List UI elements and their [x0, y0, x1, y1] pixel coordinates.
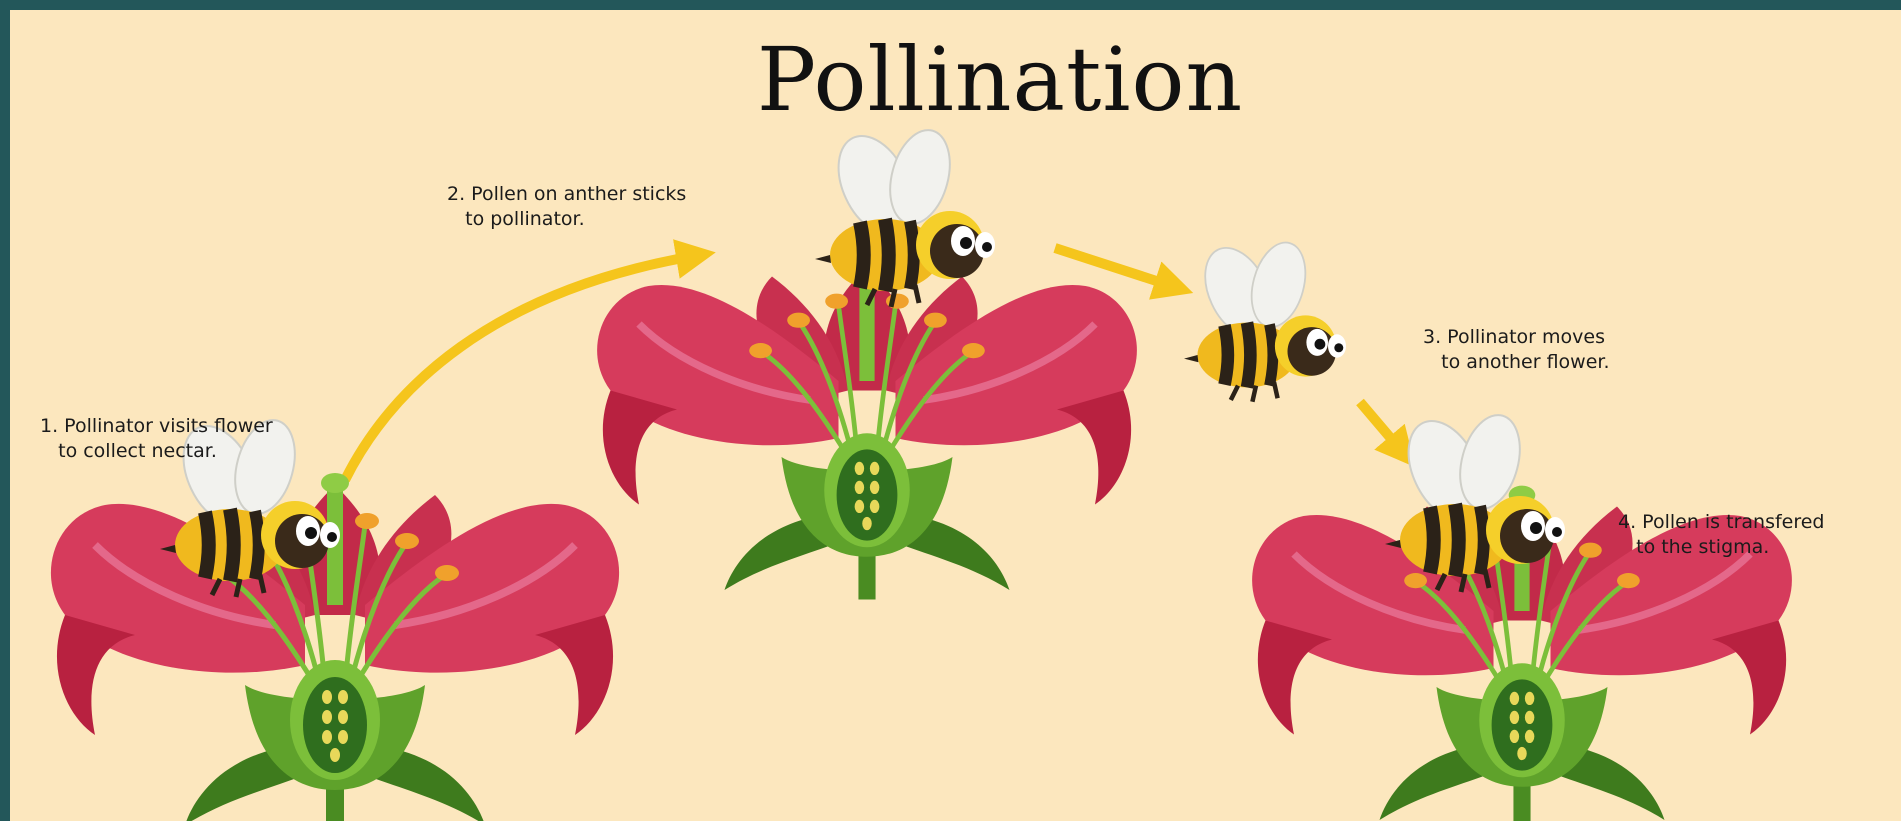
step-3-caption: 3. Pollinator moves to another flower.: [1423, 325, 1610, 375]
step-2-caption: 2. Pollen on anther sticks to pollinator…: [447, 182, 686, 232]
diagram-title: Pollination: [650, 28, 1350, 131]
illustration: [10, 10, 1901, 821]
diagram-canvas: Pollination 1. Pollinator visits flower …: [10, 10, 1901, 821]
step-4-caption: 4. Pollen is transfered to the stigma.: [1618, 510, 1825, 560]
arrow-step2-to-step3: [1055, 248, 1178, 288]
flower-2: [597, 256, 1137, 600]
bee-step2: [815, 123, 995, 307]
bee-step3: [1184, 237, 1346, 402]
step-1-caption: 1. Pollinator visits flower to collect n…: [40, 414, 273, 464]
arrow-step3-to-step4: [1360, 402, 1405, 455]
